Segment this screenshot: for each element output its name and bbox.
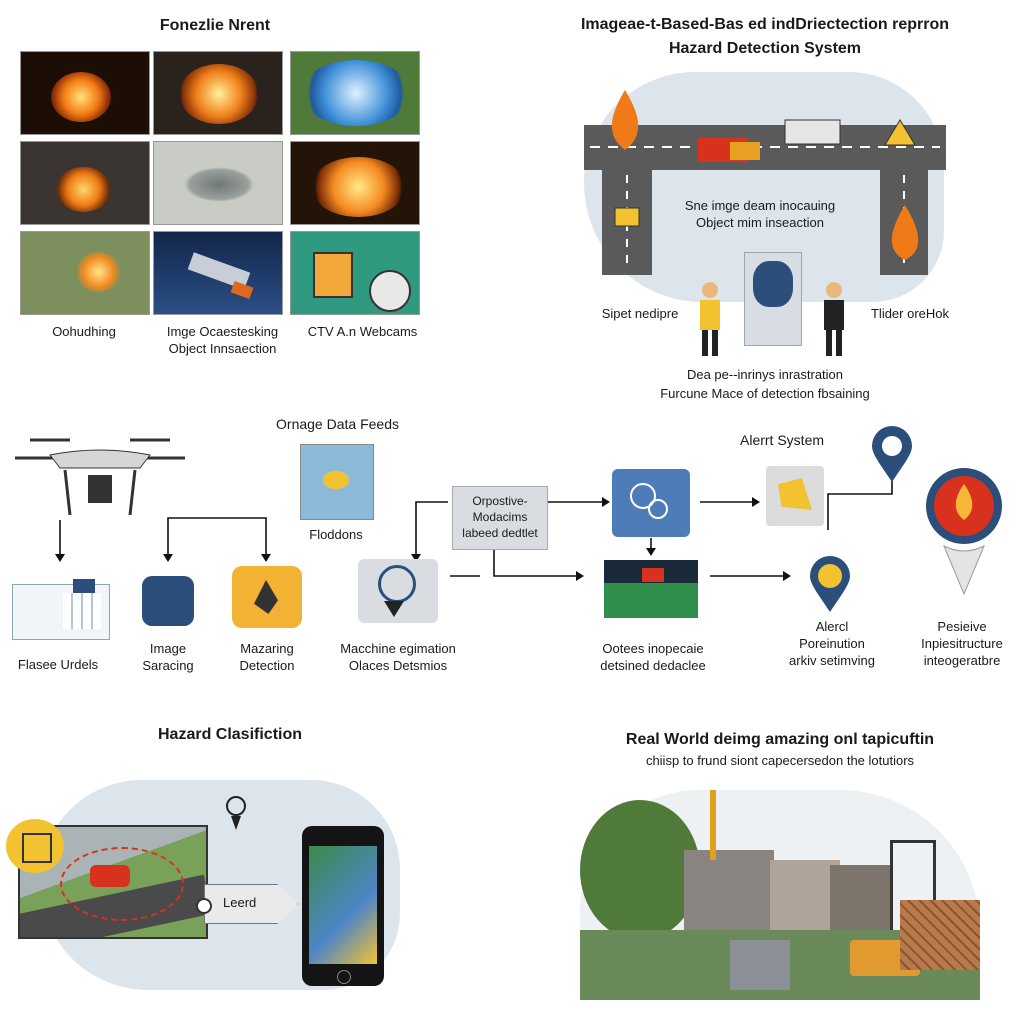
fire-photo-3[interactable] xyxy=(290,141,420,225)
yellow-car xyxy=(614,207,640,227)
classification-title: Hazard Clasifiction xyxy=(157,726,303,743)
caption-image-processing: Imge Ocaestesking Object Innsaection xyxy=(166,324,279,356)
flood-photo[interactable] xyxy=(290,51,420,135)
real-world-title: Real World deimg amazing onl tapicuftin xyxy=(625,731,935,748)
house-2 xyxy=(770,860,840,940)
left-worker-label: Sipet nedipre xyxy=(601,306,679,321)
alert-system-title: Alerrt System xyxy=(740,432,825,448)
hazard-detection-icon xyxy=(232,566,302,628)
legend-arrow[interactable]: Leerd xyxy=(204,884,298,924)
wildfire-crew-photo[interactable] xyxy=(20,231,150,315)
lightbulb-icon xyxy=(226,796,246,830)
worker-figure-right xyxy=(824,282,844,356)
caption-alerel: Alercl Poreinution arkiv setimving xyxy=(789,619,875,668)
vehicle-fire-photo[interactable] xyxy=(20,141,150,225)
caption-ootees: Ootees inopecaie detsined dedaclee xyxy=(600,641,706,673)
object-detection-icon[interactable] xyxy=(612,469,690,537)
house-3 xyxy=(830,865,890,935)
right-worker-label: Tlider oreHok xyxy=(870,306,950,321)
phone[interactable] xyxy=(302,826,384,986)
warning-sign-icon xyxy=(884,119,916,146)
real-world-subtitle: chiisp to frund siont capecersedon the l… xyxy=(645,753,915,768)
caption-flasee: Flasee Urdels xyxy=(17,657,99,672)
process-box-text: Orpostive- Modacims labeed dedtlet xyxy=(462,494,538,540)
location-pin-icon[interactable] xyxy=(870,424,914,484)
alert-pin-icon[interactable] xyxy=(806,554,854,614)
legend-label: Leerd xyxy=(223,895,257,910)
road-scene xyxy=(584,90,946,275)
real-world-scene xyxy=(580,790,980,1000)
phone-home-button[interactable] xyxy=(337,970,351,984)
caption-machine: Macchine egimation Olaces Detsmios xyxy=(340,641,456,673)
fire-icon xyxy=(611,90,639,150)
legend-connector xyxy=(196,898,212,914)
fire-location-pin-icon[interactable] xyxy=(924,466,1004,596)
drone-icon xyxy=(15,438,185,516)
road xyxy=(730,940,790,990)
building-icon xyxy=(6,819,64,873)
system-title-line2: Hazard Detection System xyxy=(668,40,862,57)
collapsed-structure xyxy=(900,900,980,970)
worker-figure-left xyxy=(700,282,720,356)
scene-classified-thumbnail[interactable] xyxy=(604,560,698,618)
sensor-grid-icon xyxy=(12,579,110,640)
phone-map-screen[interactable] xyxy=(309,846,377,964)
machine-estimation-icon xyxy=(358,559,438,623)
webcam-illustration[interactable] xyxy=(290,231,420,315)
process-box[interactable]: Orpostive- Modacims labeed dedtlet xyxy=(452,486,548,550)
white-van xyxy=(784,119,841,145)
feeds-caption: Floddons xyxy=(309,527,363,542)
flood-map-thumbnail[interactable] xyxy=(300,444,374,520)
scene-bottom-line1: Dea pe--inrinys inrastration xyxy=(686,367,844,382)
truck-accident-photo[interactable] xyxy=(153,231,283,315)
crane xyxy=(710,790,716,860)
feeds-title: Ornage Data Feeds xyxy=(276,416,399,432)
debris-photo[interactable] xyxy=(153,141,283,225)
scene-bottom-line2: Furcune Mace of detection fbsaining xyxy=(660,386,870,401)
caption-oohudhing: Oohudhing xyxy=(52,324,116,339)
alert-warning-icon[interactable] xyxy=(766,466,824,526)
fire-photo-1[interactable] xyxy=(20,51,150,135)
center-scene-text: Sne imge deam inocauing Object mim insea… xyxy=(684,198,836,230)
detection-terminal xyxy=(744,252,802,346)
caption-cctv-webcams: CTV A.n Webcams xyxy=(307,324,418,339)
caption-pesieive: Pesieive Inpiesitructure inteogeratbre xyxy=(921,619,1003,668)
fire-icon-2 xyxy=(891,205,919,260)
tree xyxy=(580,800,700,940)
system-title-line1: Imageae-t-Based-Bas ed indDriectection r… xyxy=(580,16,950,33)
caption-mazaring: Mazaring Detection xyxy=(239,641,295,673)
flow-arrows-left xyxy=(55,480,893,581)
image-sourcing-icon xyxy=(142,576,194,626)
fire-photo-2[interactable] xyxy=(153,51,283,135)
image-grid-title: Fonezlie Nrent xyxy=(159,17,271,34)
caption-image-sarcing: Image Saracing xyxy=(142,641,194,673)
house xyxy=(684,850,774,940)
